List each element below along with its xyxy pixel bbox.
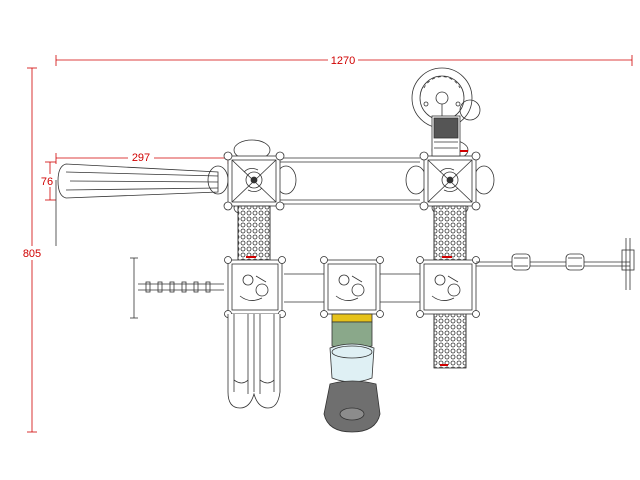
tower-lower-center [320,256,384,318]
straight-slide [55,163,219,246]
ladder-upper-right [431,115,461,157]
climbing-net-left [237,205,271,261]
tube-slide [323,313,381,433]
post-markers [246,150,468,366]
tower-lower-left [224,256,286,318]
wave-double-slide [227,314,281,409]
balance-beam [130,257,224,319]
lower-bridge [284,273,420,303]
overall-width-label: 1270 [331,55,355,67]
overall-height-label: 805 [23,248,41,260]
steering-wheel-panel [411,67,481,129]
slide-height-label: 76 [41,176,53,188]
tower-lower-right [416,256,480,318]
slide-length-label: 297 [132,152,150,164]
tower-upper-left [207,139,297,217]
rope-bridge [476,253,630,271]
end-post [621,238,635,290]
upper-bridge [280,157,420,205]
climbing-net-right [433,205,467,369]
